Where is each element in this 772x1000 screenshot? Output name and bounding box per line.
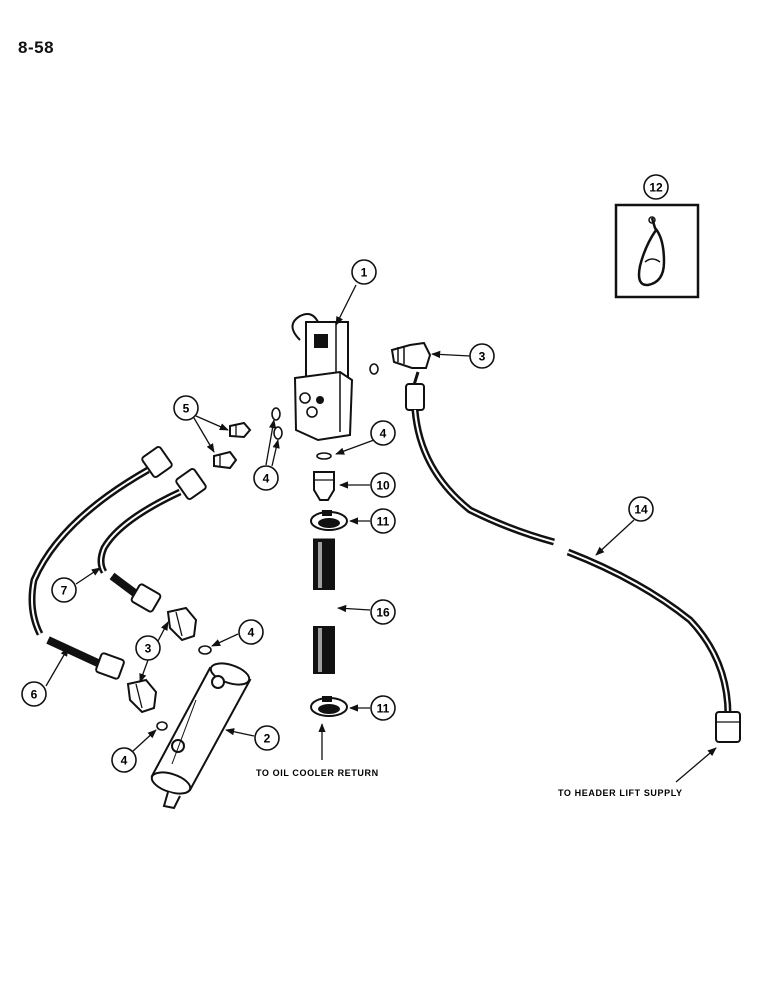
elbow-fitting-top (390, 341, 432, 369)
return-hose (313, 538, 335, 674)
short-hose-lower (46, 636, 125, 680)
hose-clamp-bottom (310, 696, 348, 717)
callout-4-c-label: 4 (248, 626, 255, 640)
connector-fittings (213, 421, 252, 470)
hydraulic-cylinder (150, 662, 252, 810)
o-ring-lower (316, 452, 332, 460)
callout-10: 10 (339, 472, 396, 498)
callout-11-top-label: 11 (377, 515, 390, 529)
hose-clamp-top (310, 510, 348, 531)
callout-4-c: 4 (211, 619, 264, 647)
callout-2: 2 (225, 725, 280, 751)
left-hose-outer (28, 446, 173, 636)
elbow-fittings-lower (126, 606, 198, 714)
callout-4-a-label: 4 (263, 472, 270, 486)
o-ring-d (156, 721, 168, 731)
callout-4-d: 4 (111, 729, 157, 773)
callout-3-lower-label: 3 (145, 642, 152, 656)
callout-14: 14 (595, 496, 654, 556)
o-ring (369, 363, 379, 375)
header-lift-arrow (675, 747, 717, 783)
callout-1: 1 (335, 259, 377, 326)
short-hose-upper (109, 572, 162, 613)
callout-2-label: 2 (264, 732, 271, 746)
o-ring-c (198, 645, 212, 655)
callout-4-a: 4 (253, 419, 280, 491)
adapter-fitting (313, 471, 335, 501)
callout-12: 12 (643, 174, 669, 200)
callout-14-label: 14 (634, 503, 648, 517)
callout-6-label: 6 (31, 688, 38, 702)
callout-3-top: 3 (431, 343, 495, 369)
callout-4-d-label: 4 (121, 754, 128, 768)
callout-10-label: 10 (376, 479, 390, 493)
callout-11-bottom-label: 11 (377, 702, 390, 716)
clamp-inset (614, 203, 700, 299)
callout-1-label: 1 (361, 266, 368, 280)
callout-7: 7 (51, 567, 101, 603)
page-number: 8-58 (18, 38, 55, 57)
callout-4-b-label: 4 (380, 427, 387, 441)
callout-11-bottom: 11 (349, 695, 396, 721)
callout-4-b: 4 (335, 420, 396, 455)
header-lift-hose (405, 371, 741, 743)
callout-5: 5 (173, 395, 229, 453)
callout-5-label: 5 (183, 402, 190, 416)
callout-16-label: 16 (376, 606, 390, 620)
callout-16: 16 (337, 599, 396, 625)
callout-6: 6 (21, 647, 69, 707)
callout-11-top: 11 (349, 508, 396, 534)
callout-12-label: 12 (649, 181, 663, 195)
left-hose-inner (97, 468, 207, 574)
callout-7-label: 7 (61, 584, 68, 598)
callout-3-lower: 3 (135, 621, 169, 683)
header-lift-note: TO HEADER LIFT SUPPLY (558, 788, 683, 798)
solenoid-valve (291, 313, 354, 442)
oil-cooler-note: TO OIL COOLER RETURN (256, 768, 379, 778)
callout-3-top-label: 3 (479, 350, 486, 364)
